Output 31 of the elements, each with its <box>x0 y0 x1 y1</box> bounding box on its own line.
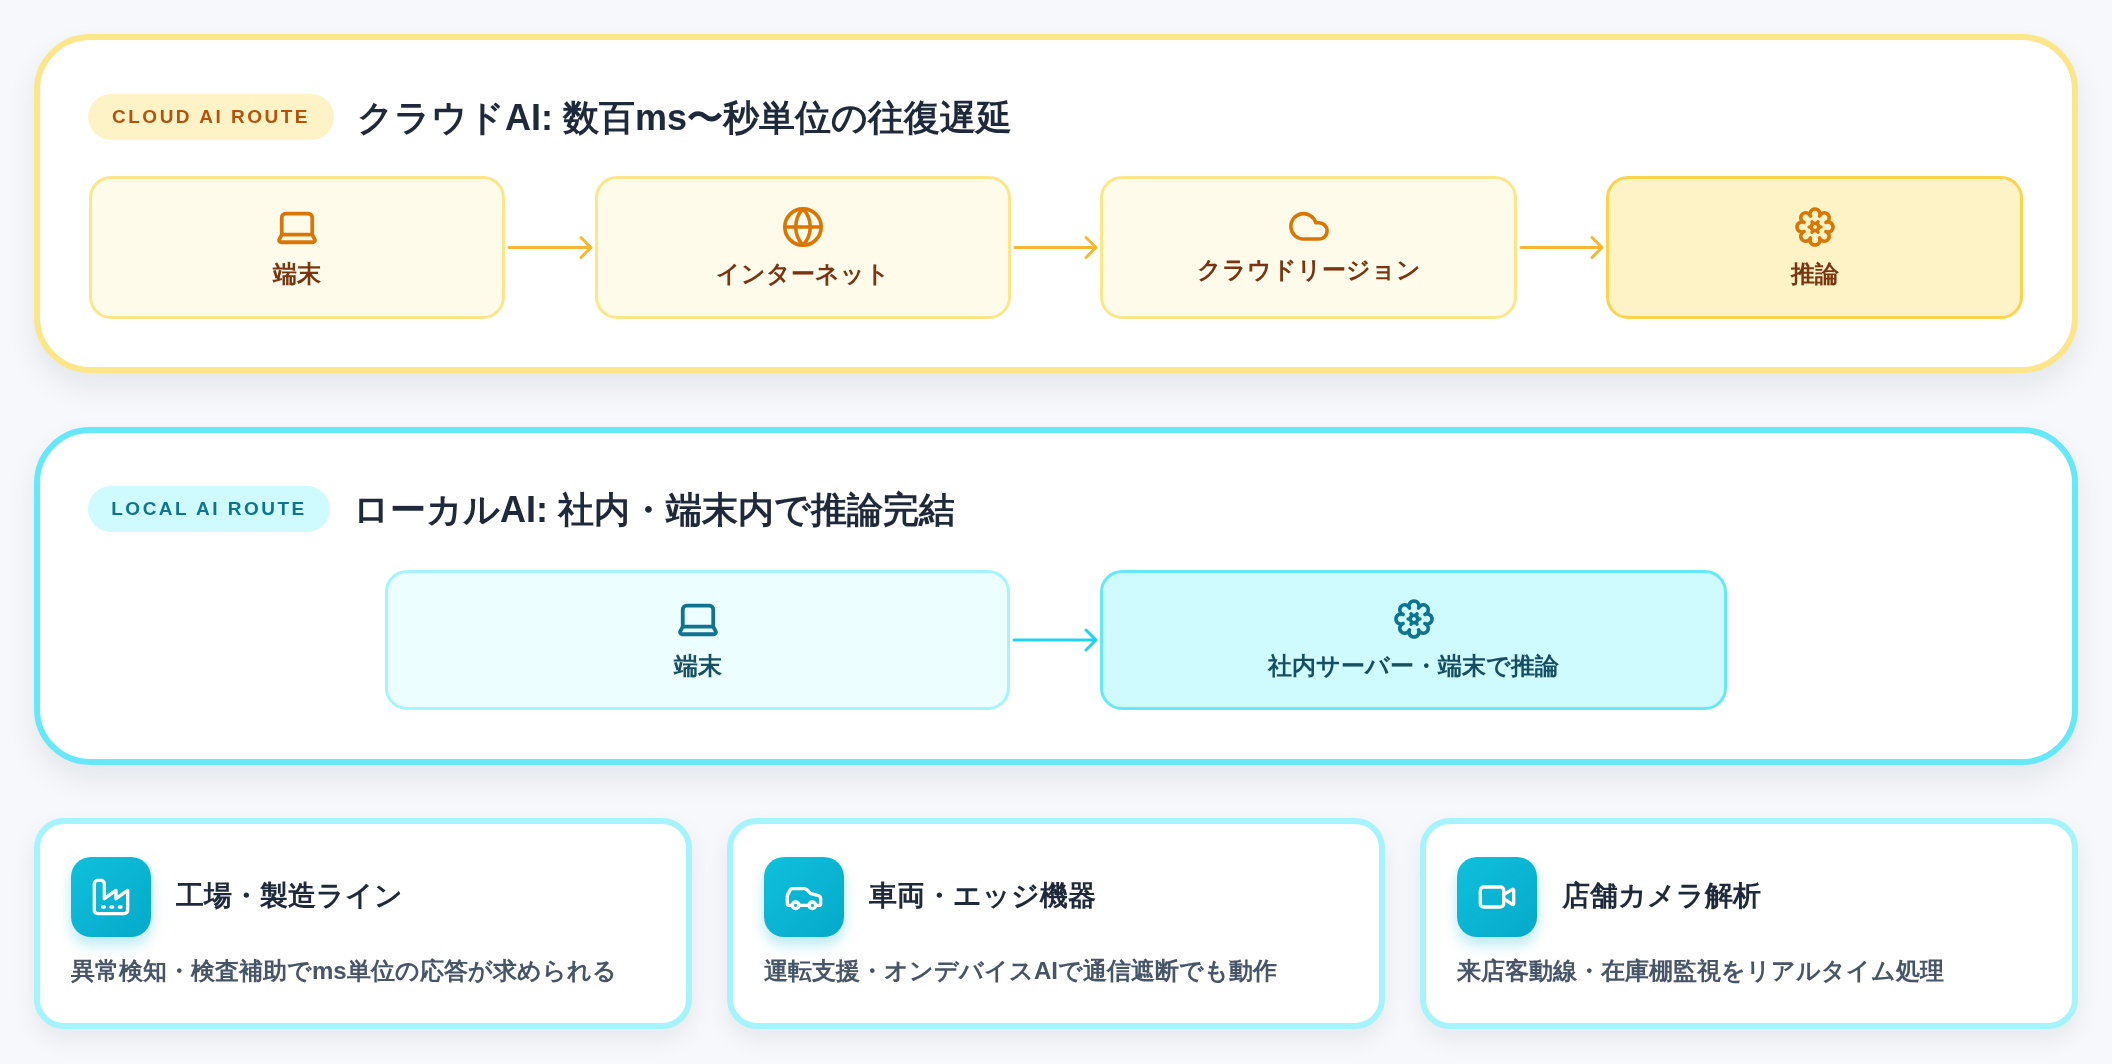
route-badge: LOCAL AI ROUTE <box>88 486 330 532</box>
process-box <box>1606 176 2023 319</box>
arrow <box>1012 628 1098 652</box>
panel-title: クラウドAI: 数百ms〜秒単位の往復遅延 <box>357 96 1013 140</box>
arrow <box>1519 236 1604 259</box>
use-case-card <box>727 818 1385 1029</box>
card-description: 運転支援・オンデバイスAIで通信遮断でも動作 <box>764 956 1277 986</box>
box-label: 社内サーバー・端末で推論 <box>1268 651 1559 681</box>
route-panel <box>34 427 2078 765</box>
use-case-card <box>1420 818 2078 1029</box>
card-title: 店舗カメラ解析 <box>1562 879 1761 913</box>
card-description: 来店客動線・在庫棚監視をリアルタイム処理 <box>1457 956 1944 986</box>
box-label: 端末 <box>273 258 321 289</box>
use-case-card <box>34 818 692 1029</box>
box-label: 端末 <box>673 651 722 681</box>
arrow <box>507 236 593 259</box>
process-box <box>89 176 505 319</box>
card-title: 車両・エッジ機器 <box>869 879 1096 913</box>
process-box <box>595 176 1011 319</box>
card-title: 工場・製造ライン <box>176 879 403 913</box>
process-box <box>385 570 1010 710</box>
route-panel <box>34 34 2078 373</box>
box-label: 推論 <box>1790 258 1839 289</box>
route-badge: CLOUD AI ROUTE <box>88 94 334 140</box>
panel-title: ローカルAI: 社内・端末内で推論完結 <box>353 488 955 532</box>
process-box <box>1100 570 1727 710</box>
card-description: 異常検知・検査補助でms単位の応答が求められる <box>71 956 617 986</box>
process-box <box>1100 176 1517 319</box>
box-label: インターネット <box>716 258 890 289</box>
arrow <box>1013 236 1098 259</box>
box-label: クラウドリージョン <box>1196 254 1421 285</box>
